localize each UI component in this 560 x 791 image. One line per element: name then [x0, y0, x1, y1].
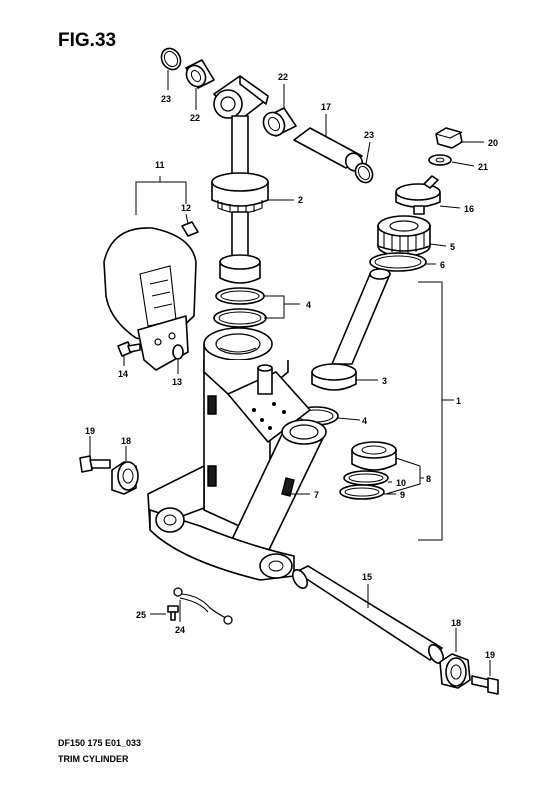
- valve-16: [395, 175, 441, 215]
- callout-4: 4: [306, 300, 311, 310]
- callout-19: 19: [85, 426, 95, 436]
- o-ring-6: [369, 252, 427, 272]
- leader-lines: [89, 70, 491, 676]
- washer-21: [428, 154, 452, 166]
- callout-17: 17: [321, 102, 331, 112]
- callout-1: 1: [456, 396, 461, 406]
- bushing-22-right: [262, 107, 297, 137]
- callout-21: 21: [478, 162, 488, 172]
- pin-17: [293, 127, 364, 172]
- callout-12: 12: [181, 203, 191, 213]
- callout-9: 9: [400, 490, 405, 500]
- bushing-22-left: [185, 59, 215, 89]
- callout-18: 18: [121, 436, 131, 446]
- callout-5: 5: [450, 242, 455, 252]
- callout-14: 14: [118, 369, 128, 379]
- figure-label: FIG.33: [58, 30, 116, 51]
- trim-rod-2: [211, 75, 269, 284]
- plug-5: [377, 215, 431, 257]
- screw-25: [167, 605, 179, 621]
- callout-20: 20: [488, 138, 498, 148]
- circlip-23-right: [354, 162, 374, 184]
- o-ring-10: [343, 470, 389, 486]
- bolt-14: [117, 341, 141, 357]
- callout-22: 22: [190, 113, 200, 123]
- o-rings-4-upper: [213, 287, 267, 328]
- callout-10: 10: [396, 478, 406, 488]
- bushing-18-right: [439, 653, 471, 689]
- callout-11: 11: [155, 160, 165, 170]
- callout-6: 6: [440, 260, 445, 270]
- circlip-23-left: [160, 47, 182, 71]
- shaft-15: [291, 565, 445, 664]
- piston-8: [351, 441, 397, 471]
- callout-25: 25: [136, 610, 146, 620]
- callout-24: 24: [175, 625, 185, 635]
- callout-4: 4: [362, 416, 367, 426]
- cylinder-body-7: [147, 327, 327, 581]
- washer-13: [172, 344, 184, 360]
- callout-labels: 23 22 22 17 23 11 12 2 4 14 13 20 21 16 …: [85, 72, 498, 660]
- bolt-19-left: [79, 455, 111, 473]
- bushing-18-left: [111, 461, 139, 495]
- callout-13: 13: [172, 377, 182, 387]
- bolt-19-right: [471, 675, 499, 695]
- o-ring-9: [339, 484, 385, 500]
- callout-7: 7: [314, 490, 319, 500]
- callout-23: 23: [161, 94, 171, 104]
- callout-16: 16: [464, 204, 474, 214]
- tilt-rod-3: [311, 268, 391, 391]
- plug-12: [181, 221, 199, 237]
- callout-22: 22: [278, 72, 288, 82]
- nut-20: [435, 127, 463, 149]
- callout-8: 8: [426, 474, 431, 484]
- callout-15: 15: [362, 572, 372, 582]
- callout-23: 23: [364, 130, 374, 140]
- diagram-title: TRIM CYLINDER: [58, 754, 129, 764]
- cover-11: [103, 227, 197, 371]
- callout-19: 19: [485, 650, 495, 660]
- callout-2: 2: [298, 195, 303, 205]
- callout-3: 3: [382, 376, 387, 386]
- diagram-code: DF150 175 E01_033: [58, 738, 141, 748]
- ground-wire-24: [173, 587, 233, 625]
- callout-18: 18: [451, 618, 461, 628]
